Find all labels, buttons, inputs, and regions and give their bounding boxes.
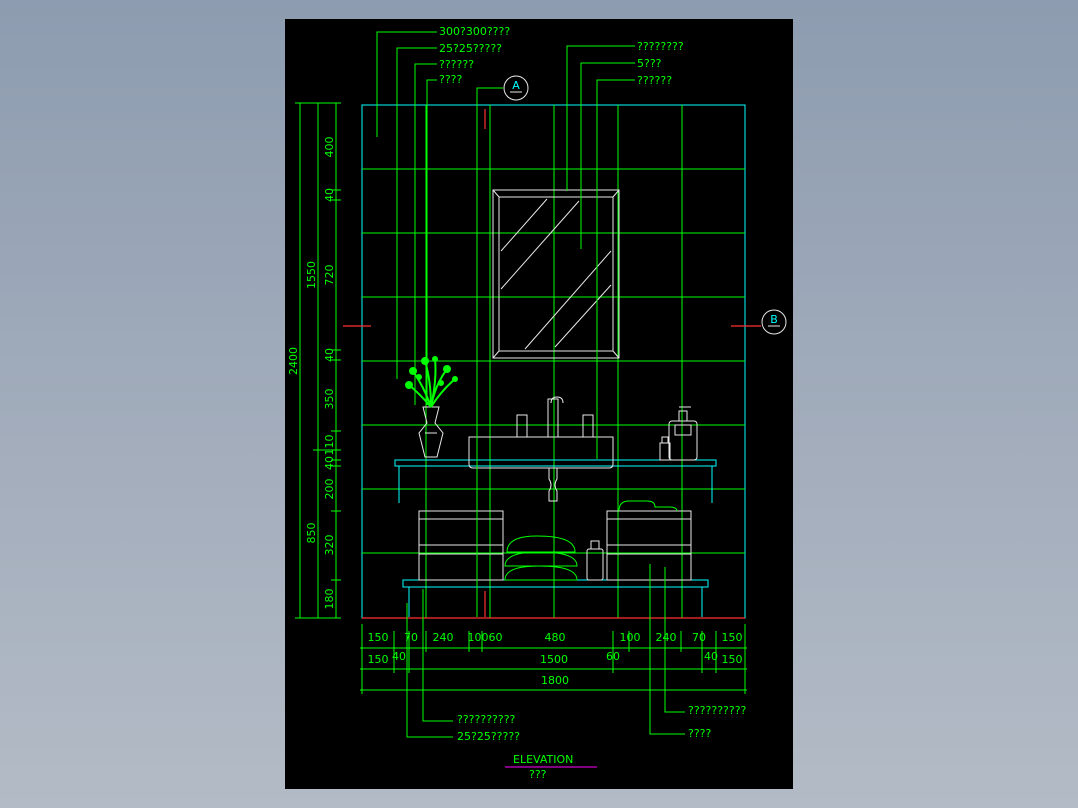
vanity-counter — [394, 396, 717, 503]
dimension-lines — [295, 102, 747, 694]
lower-shelf — [402, 500, 709, 617]
dim-left-inner: 350 — [323, 389, 336, 410]
center-marks — [343, 109, 761, 617]
dim-left-inner: 400 — [323, 137, 336, 158]
dim-bottom-row1: 100 — [620, 631, 641, 644]
top-left-label: 300?300???? — [439, 25, 510, 38]
dim-bottom-row1: 150 — [722, 631, 743, 644]
bottom-left-label: ?????????? — [457, 713, 516, 726]
bottom-right-label: ?????????? — [688, 704, 747, 717]
dim-left-inner: 720 — [323, 265, 336, 286]
drawing-subtitle: ??? — [529, 768, 547, 781]
dim-bottom-row3: 1800 — [541, 674, 569, 687]
top-left-label: ?????? — [439, 58, 474, 71]
dim-left-inner: 40 — [323, 348, 336, 362]
elevation-drawing: A B — [287, 25, 787, 781]
dim-bottom-row1: 70 — [404, 631, 418, 644]
dim-bottom-row2: 60 — [606, 650, 620, 663]
dim-left-mid: 850 — [305, 523, 318, 544]
dim-bottom-row2: 1500 — [540, 653, 568, 666]
top-left-label: ???? — [439, 73, 463, 86]
leader-lines — [376, 31, 685, 738]
top-left-label: 25?25????? — [439, 42, 502, 55]
section-marks: A B — [503, 75, 787, 335]
dim-left-inner: 110 — [323, 435, 336, 456]
dim-bottom-row1: 480 — [545, 631, 566, 644]
section-mark-b: B — [770, 313, 778, 326]
dim-left-inner: 40 — [323, 456, 336, 470]
dim-bottom-row2: 150 — [368, 653, 389, 666]
drawing-title: ELEVATION — [513, 753, 573, 766]
mirror — [492, 189, 620, 359]
cad-drawing-sheet: A B — [285, 19, 793, 789]
bottom-left-label: 25?25????? — [457, 730, 520, 743]
top-right-label: ???????? — [637, 40, 684, 53]
dim-bottom-row2: 150 — [722, 653, 743, 666]
dim-bottom-row1: 150 — [368, 631, 389, 644]
dim-left-outer: 2400 — [287, 347, 300, 375]
annotation-text-layer: 300?300???? 25?25??????????????????????? 5… — [287, 25, 747, 781]
top-right-label: ?????? — [637, 74, 672, 87]
bottom-right-label: ???? — [688, 727, 712, 740]
dim-left-inner: 40 — [323, 188, 336, 202]
dim-bottom-row1: 10060 — [468, 631, 503, 644]
dim-left-inner: 180 — [323, 589, 336, 610]
soap-dispenser — [659, 406, 698, 461]
section-mark-a: A — [512, 79, 520, 92]
dim-bottom-row1: 240 — [433, 631, 454, 644]
dim-left-mid: 1550 — [305, 261, 318, 289]
dim-bottom-row2: 40 — [704, 650, 718, 663]
top-right-label: 5??? — [637, 57, 662, 70]
dim-bottom-row2: 40 — [392, 650, 406, 663]
dim-left-inner: 320 — [323, 535, 336, 556]
dim-left-inner: 200 — [323, 479, 336, 500]
dim-bottom-row1: 70 — [692, 631, 706, 644]
flower-vase — [405, 356, 458, 458]
dim-bottom-row1: 240 — [656, 631, 677, 644]
